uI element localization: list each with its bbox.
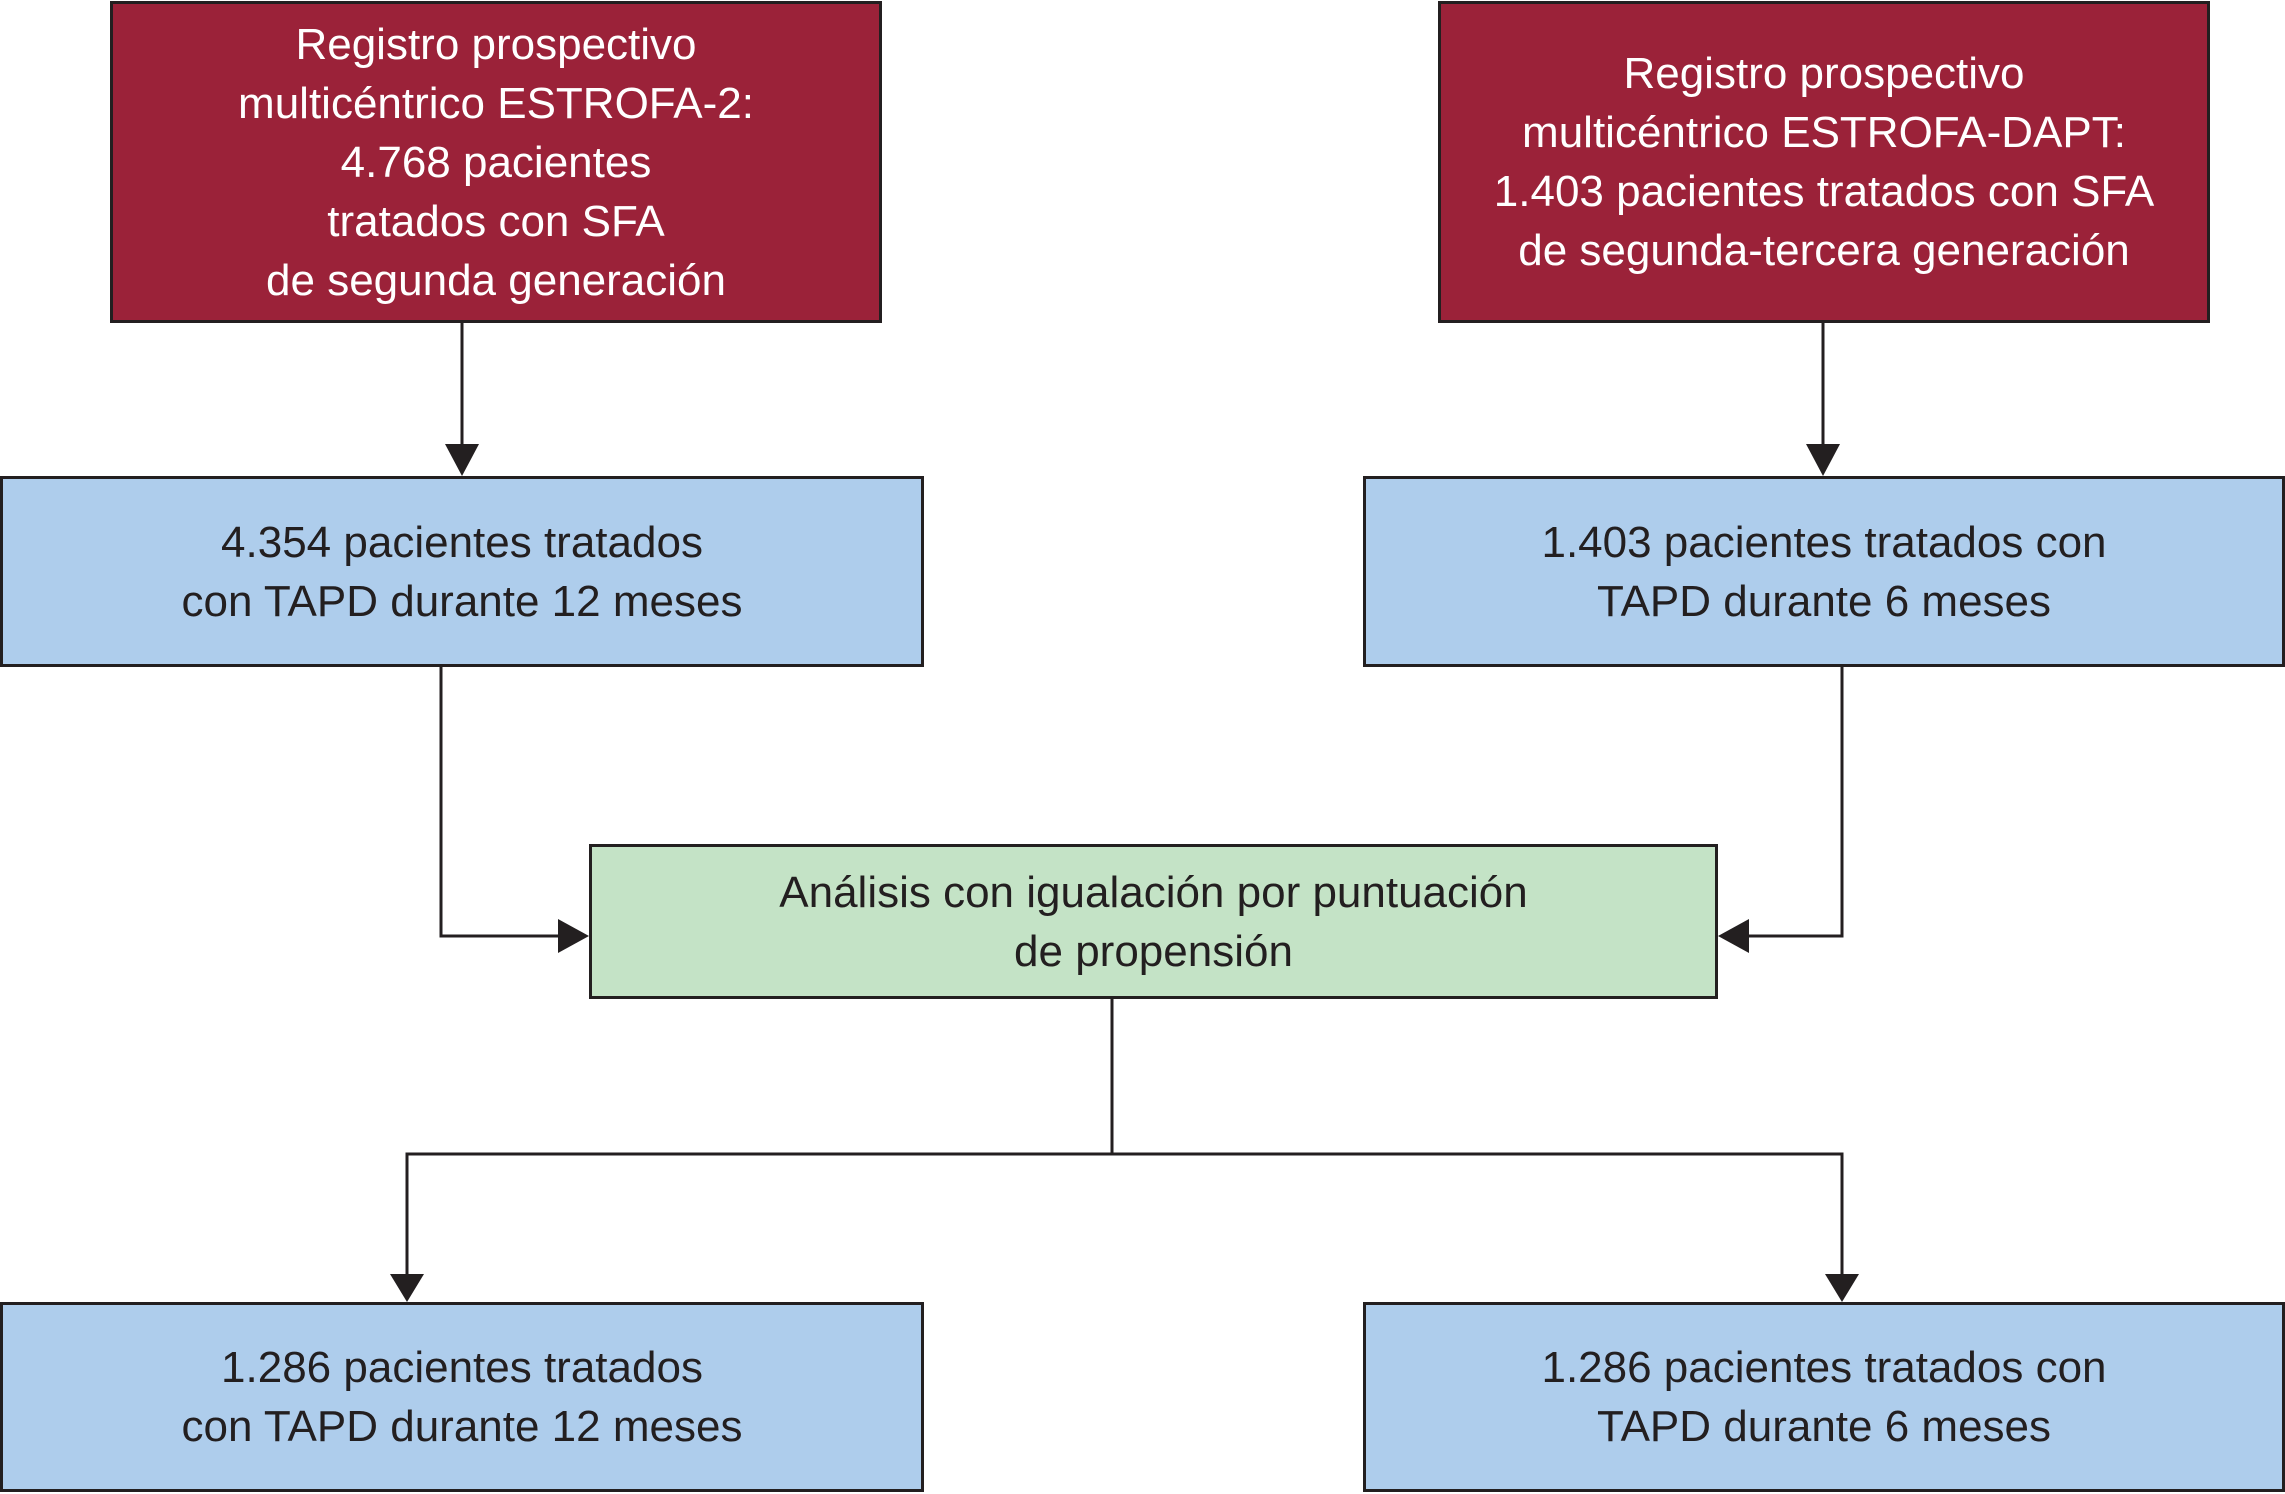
propensity-score-matching: Análisis con igualación por puntuación d… xyxy=(589,844,1718,999)
matched-cohort-12-months-label: 1.286 pacientes tratados con TAPD durant… xyxy=(181,1343,743,1451)
source-registry-estrofa-2-label: Registro prospectivo multicéntrico ESTRO… xyxy=(238,19,754,305)
cohort-12-months: 4.354 pacientes tratados con TAPD durant… xyxy=(0,476,924,667)
propensity-score-matching-label: Análisis con igualación por puntuación d… xyxy=(779,867,1528,976)
matched-cohort-6-months: 1.286 pacientes tratados con TAPD durant… xyxy=(1363,1302,2285,1492)
arrowhead-down xyxy=(1806,444,1840,476)
cohort-12-months-label: 4.354 pacientes tratados con TAPD durant… xyxy=(181,517,743,626)
arrowhead-down xyxy=(445,444,479,476)
connector-cohort-left-to-analysis xyxy=(439,667,560,938)
connector-cohort-right-to-analysis xyxy=(1747,667,1844,938)
matched-cohort-6-months-label: 1.286 pacientes tratados con TAPD durant… xyxy=(1541,1343,2107,1451)
arrowhead-left xyxy=(1718,919,1749,953)
arrowhead-right xyxy=(558,919,589,953)
source-registry-estrofa-2: Registro prospectivo multicéntrico ESTRO… xyxy=(110,1,882,323)
arrowhead-down xyxy=(390,1274,424,1302)
cohort-6-months-label: 1.403 pacientes tratados con TAPD durant… xyxy=(1541,517,2107,626)
arrowhead-down xyxy=(1825,1274,1859,1302)
source-registry-estrofa-dapt: Registro prospectivo multicéntrico ESTRO… xyxy=(1438,1,2210,323)
cohort-6-months: 1.403 pacientes tratados con TAPD durant… xyxy=(1363,476,2285,667)
connector-split xyxy=(405,1152,1844,1276)
source-registry-estrofa-dapt-label: Registro prospectivo multicéntrico ESTRO… xyxy=(1493,49,2155,275)
matched-cohort-12-months: 1.286 pacientes tratados con TAPD durant… xyxy=(0,1302,924,1492)
